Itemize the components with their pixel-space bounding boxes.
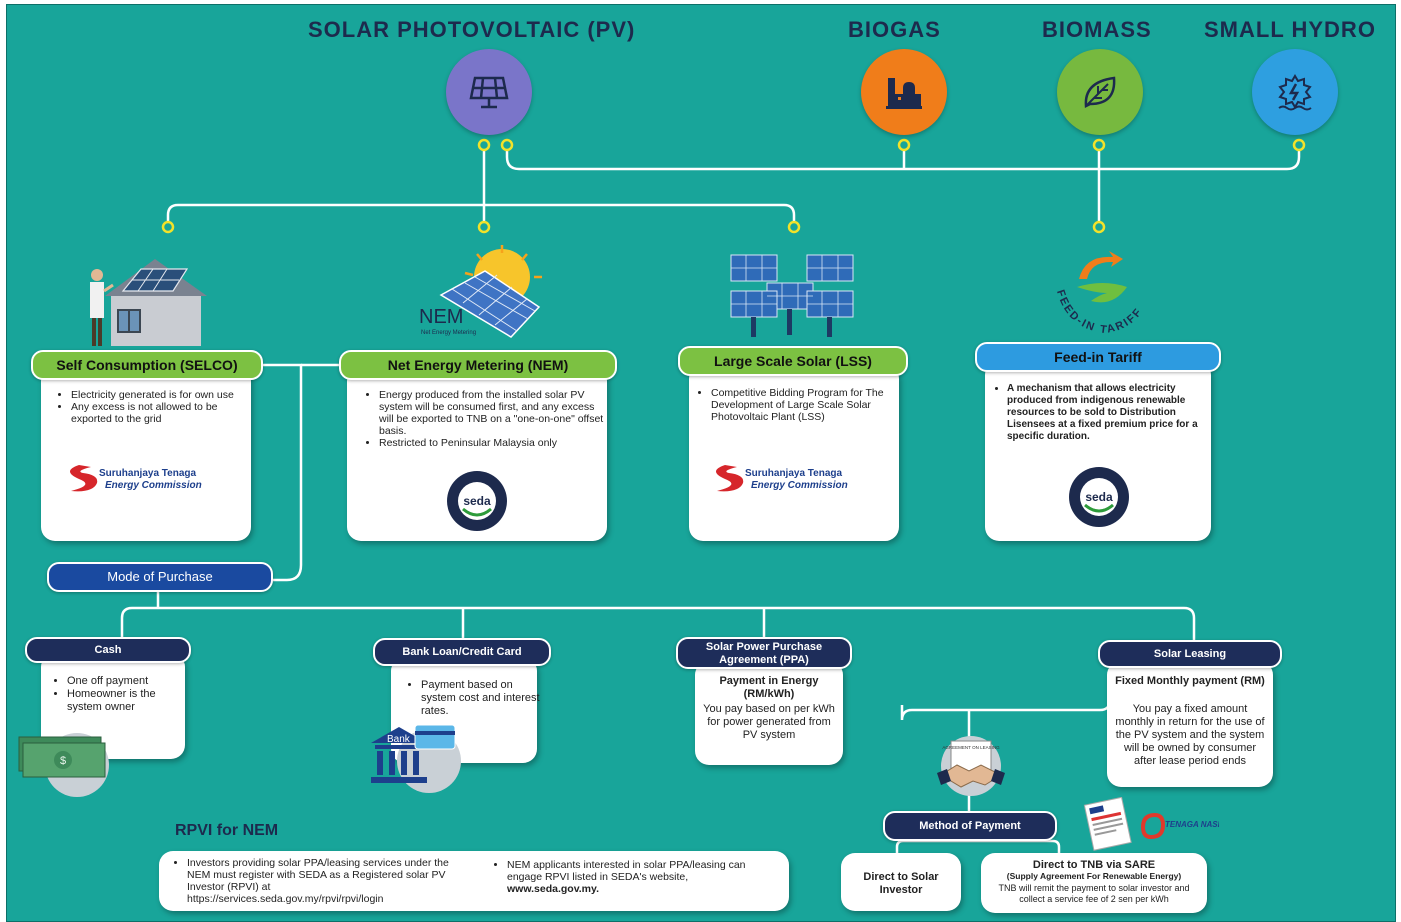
nem-image-sublabel: Net Energy Metering [421, 330, 476, 336]
leasing-text: You pay a fixed amount monthly in return… [1115, 703, 1265, 767]
nem-bullet-2: Restricted to Peninsular Malaysia only [379, 437, 611, 449]
rpvi-right-item: NEM applicants interested in solar PPA/l… [507, 859, 777, 895]
water-turbine-icon [1278, 74, 1312, 111]
seda-logo: seda [1069, 467, 1129, 527]
fit-header: Feed-in Tariff [975, 342, 1221, 372]
small-hydro-circle [1252, 49, 1338, 135]
energy-commission-logo: Suruhanjaya Tenaga Energy Commission [70, 465, 202, 492]
rpvi-right-text: NEM applicants interested in solar PPA/l… [507, 859, 746, 883]
leasing-payment-title: Fixed Monthly payment (RM) [1115, 675, 1265, 687]
direct-tnb-title: Direct to TNB via SARE [1032, 859, 1156, 871]
direct-tnb-text: TNB will remit the payment to solar inve… [998, 883, 1190, 904]
lss-header: Large Scale Solar (LSS) [678, 346, 908, 376]
biogas-circle [861, 49, 947, 135]
rpvi-left-text: Investors providing solar PPA/leasing se… [187, 857, 455, 905]
sare-document-tnb-logo: TENAGA NASIONAL [1083, 797, 1219, 851]
seda-website-link[interactable]: www.seda.gov.my. [507, 883, 599, 895]
mode-of-purchase-header: Mode of Purchase [47, 562, 273, 592]
bank-building-icon: Bank [371, 724, 461, 793]
selco-bullet-2: Any excess is not allowed to be exported… [71, 401, 255, 425]
feed-in-tariff-logo-text: FEED-IN TARIFF [1054, 288, 1145, 336]
nem-bullet-1: Energy produced from the installed solar… [379, 389, 611, 437]
nem-image-label: NEM [419, 306, 463, 328]
energy-commission-logo: Suruhanjaya Tenaga Energy Commission [716, 465, 848, 492]
factory-icon [886, 78, 922, 109]
biomass-circle [1057, 49, 1143, 135]
fit-card: A mechanism that allows electricity prod… [985, 361, 1211, 541]
rpvi-title: RPVI for NEM [175, 822, 279, 839]
seda-logo-text: seda [1085, 490, 1113, 504]
direct-tnb-subtitle: (Supply Agreement For Renewable Energy) [1006, 871, 1182, 881]
ec-logo-line2: Energy Commission [751, 480, 848, 491]
biomass-title: BIOMASS [1042, 17, 1152, 42]
diagram-canvas: SOLAR PHOTOVOLTAIC (PV) BIOGAS BIOMASS S… [6, 4, 1396, 922]
biogas-title: BIOGAS [848, 17, 941, 42]
ec-logo-line1: Suruhanjaya Tenaga [745, 468, 843, 479]
solar-panel-icon [469, 76, 509, 109]
svg-text:$: $ [60, 755, 66, 767]
ppa-header: Solar Power Purchase Agreement (PPA) [676, 637, 852, 669]
cash-bullet-2: Homeowner is the system owner [67, 688, 193, 714]
ppa-card: Payment in Energy (RM/kWh) You pay based… [695, 661, 843, 765]
solar-pv-circle [446, 49, 532, 135]
direct-investor-text: Direct to Solar Investor [863, 871, 939, 896]
nem-card: Energy produced from the installed solar… [347, 367, 607, 541]
bank-header: Bank Loan/Credit Card [373, 638, 551, 666]
leasing-header: Solar Leasing [1098, 640, 1282, 668]
fit-bullet-1: A mechanism that allows electricity prod… [1007, 383, 1219, 443]
direct-tnb-card: Direct to TNB via SARE (Supply Agreement… [981, 853, 1207, 913]
leasing-card: Fixed Monthly payment (RM) You pay a fix… [1107, 661, 1273, 787]
cash-header: Cash [25, 637, 191, 663]
feed-in-tariff-logo: FEED-IN TARIFF [1054, 251, 1145, 336]
nem-header: Net Energy Metering (NEM) [339, 350, 617, 380]
solar-farm-illustration [730, 254, 854, 337]
ec-logo-line1: Suruhanjaya Tenaga [99, 468, 197, 479]
cash-money-icon: $ [18, 733, 109, 797]
solar-pv-title: SOLAR PHOTOVOLTAIC (PV) [308, 17, 636, 42]
nem-solar-illustration: NEM Net Energy Metering [419, 245, 542, 338]
small-hydro-title: SMALL HYDRO [1204, 17, 1376, 42]
house-solar-illustration [90, 259, 207, 346]
rpvi-card: Investors providing solar PPA/leasing se… [159, 851, 789, 911]
ppa-text: You pay based on per kWh for power gener… [703, 703, 835, 741]
selco-bullet-1: Electricity generated is for own use [71, 389, 255, 401]
lss-bullet-1: Competitive Bidding Program for The Deve… [711, 387, 907, 423]
agreement-label: AGREEMENT ON LEASING [942, 745, 1000, 750]
ppa-payment-title: Payment in Energy (RM/kWh) [719, 675, 819, 700]
leaf-icon [1084, 76, 1116, 108]
lss-card: Competitive Bidding Program for The Deve… [689, 365, 899, 541]
seda-logo-text: seda [463, 494, 491, 508]
agreement-handshake-icon: AGREEMENT ON LEASING [937, 736, 1005, 796]
seda-logo: seda [447, 471, 507, 531]
tnb-logo-text: TENAGA NASIONAL [1165, 820, 1219, 829]
bank-label: Bank [387, 734, 411, 745]
method-of-payment-header: Method of Payment [883, 811, 1057, 841]
cash-bullet-1: One off payment [67, 675, 193, 688]
bank-bullet-1: Payment based on system cost and interes… [421, 679, 545, 718]
ec-logo-line2: Energy Commission [105, 480, 202, 491]
direct-investor-card: Direct to Solar Investor [841, 853, 961, 911]
selco-card: Electricity generated is for own use Any… [41, 367, 251, 541]
selco-header: Self Consumption (SELCO) [31, 350, 263, 380]
